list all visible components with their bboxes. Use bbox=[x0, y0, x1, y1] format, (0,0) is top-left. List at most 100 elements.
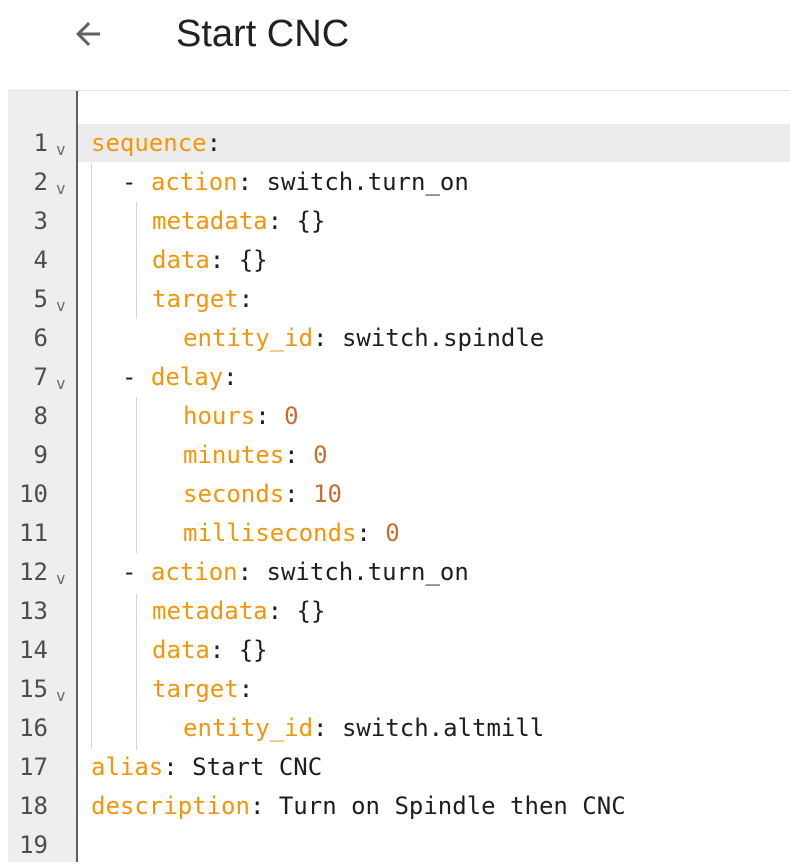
yaml-colon: : bbox=[284, 480, 314, 508]
yaml-value: {} bbox=[238, 246, 268, 274]
yaml-colon: : bbox=[313, 324, 342, 352]
line-number: 13 bbox=[19, 597, 48, 625]
yaml-key: entity_id bbox=[183, 714, 314, 742]
fold-toggle-icon[interactable]: v bbox=[56, 296, 66, 315]
code-line: 13 metadata: {} bbox=[8, 592, 790, 631]
yaml-value: Turn on Spindle then CNC bbox=[278, 792, 626, 820]
fold-toggle-icon[interactable]: v bbox=[56, 179, 66, 198]
code-line: 6 entity_id: switch.spindle bbox=[8, 319, 790, 358]
yaml-value: switch.spindle bbox=[341, 324, 545, 352]
yaml-key: delay bbox=[150, 363, 224, 391]
fold-toggle-icon[interactable]: v bbox=[56, 374, 66, 393]
indent-guide bbox=[136, 594, 137, 750]
yaml-number: 0 bbox=[284, 402, 299, 430]
indent-guide bbox=[136, 397, 137, 553]
yaml-value: {} bbox=[296, 597, 326, 625]
yaml-colon: : bbox=[223, 363, 238, 391]
yaml-key: target bbox=[152, 285, 239, 313]
line-number: 11 bbox=[19, 519, 48, 547]
line-number: 16 bbox=[19, 714, 48, 742]
yaml-dash: - bbox=[122, 558, 151, 586]
yaml-colon: : bbox=[163, 753, 193, 781]
code-line: 4 data: {} bbox=[8, 241, 790, 280]
line-number: 14 bbox=[19, 636, 48, 664]
yaml-number: 10 bbox=[313, 480, 342, 508]
yaml-key: description bbox=[91, 792, 250, 820]
code-line: 8 hours: 0 bbox=[8, 397, 790, 436]
code-line: 3 metadata: {} bbox=[8, 202, 790, 241]
code-line: 15 v target: bbox=[8, 670, 790, 709]
yaml-key: data bbox=[152, 246, 210, 274]
line-number: 8 bbox=[33, 402, 48, 430]
line-number: 7 bbox=[33, 363, 48, 391]
line-number: 17 bbox=[19, 753, 48, 781]
code-line: 5 v target: bbox=[8, 280, 790, 319]
yaml-colon: : bbox=[206, 129, 222, 157]
back-button[interactable] bbox=[60, 12, 116, 56]
indent-guide bbox=[91, 163, 92, 749]
yaml-key: entity_id bbox=[183, 324, 314, 352]
code-line: 10 seconds: 10 bbox=[8, 475, 790, 514]
yaml-number: 0 bbox=[385, 519, 400, 547]
yaml-key: seconds bbox=[183, 480, 285, 508]
yaml-colon: : bbox=[237, 168, 267, 196]
yaml-value: switch.turn_on bbox=[266, 168, 469, 196]
yaml-colon: : bbox=[249, 792, 279, 820]
active-line-highlight bbox=[78, 124, 790, 162]
yaml-value: {} bbox=[296, 207, 326, 235]
code-line: 19 bbox=[8, 826, 790, 865]
yaml-value: {} bbox=[238, 636, 268, 664]
yaml-value: switch.altmill bbox=[341, 714, 545, 742]
yaml-key: hours bbox=[183, 402, 256, 430]
yaml-key: action bbox=[150, 168, 238, 196]
line-number: 6 bbox=[33, 324, 48, 352]
page-title: Start CNC bbox=[176, 13, 350, 55]
yaml-value: Start CNC bbox=[192, 753, 323, 781]
line-number: 9 bbox=[33, 441, 48, 469]
yaml-colon: : bbox=[238, 285, 254, 313]
yaml-colon: : bbox=[267, 207, 297, 235]
yaml-number: 0 bbox=[313, 441, 328, 469]
line-number: 5 bbox=[33, 285, 48, 313]
line-number: 12 bbox=[19, 558, 48, 586]
fold-toggle-icon[interactable]: v bbox=[56, 140, 66, 159]
indent-guide bbox=[136, 202, 137, 319]
arrow-left-icon bbox=[76, 22, 100, 46]
line-number: 15 bbox=[19, 675, 48, 703]
line-number: 18 bbox=[19, 792, 48, 820]
yaml-colon: : bbox=[209, 246, 239, 274]
code-line: 9 minutes: 0 bbox=[8, 436, 790, 475]
yaml-key: metadata bbox=[152, 207, 268, 235]
yaml-colon: : bbox=[209, 636, 239, 664]
yaml-key: action bbox=[150, 558, 238, 586]
yaml-colon: : bbox=[356, 519, 386, 547]
line-number: 1 bbox=[33, 129, 48, 157]
yaml-dash: - bbox=[122, 168, 151, 196]
code-line: 12 v - action: switch.turn_on bbox=[8, 553, 790, 592]
code-line: 18 description: Turn on Spindle then CNC bbox=[8, 787, 790, 826]
line-number-gutter bbox=[8, 91, 78, 862]
code-line: 2 v - action: switch.turn_on bbox=[8, 163, 790, 202]
line-number: 4 bbox=[33, 246, 48, 274]
yaml-colon: : bbox=[237, 558, 267, 586]
yaml-colon: : bbox=[255, 402, 285, 430]
yaml-key: metadata bbox=[152, 597, 268, 625]
yaml-key: target bbox=[152, 675, 239, 703]
yaml-key: alias bbox=[91, 753, 164, 781]
line-number: 10 bbox=[19, 480, 48, 508]
fold-toggle-icon[interactable]: v bbox=[56, 686, 66, 705]
code-line: 11 milliseconds: 0 bbox=[8, 514, 790, 553]
yaml-code-editor[interactable]: 1 v sequence: 2 v - action: switch.turn_… bbox=[8, 91, 790, 862]
yaml-key: data bbox=[152, 636, 210, 664]
fold-toggle-icon[interactable]: v bbox=[56, 569, 66, 588]
line-number: 2 bbox=[33, 168, 48, 196]
yaml-colon: : bbox=[284, 441, 314, 469]
yaml-key: sequence bbox=[91, 129, 207, 157]
yaml-dash: - bbox=[122, 363, 151, 391]
code-line: 14 data: {} bbox=[8, 631, 790, 670]
yaml-value: switch.turn_on bbox=[266, 558, 469, 586]
yaml-colon: : bbox=[267, 597, 297, 625]
yaml-colon: : bbox=[238, 675, 254, 703]
code-line: 17 alias: Start CNC bbox=[8, 748, 790, 787]
code-line: 1 v sequence: bbox=[8, 124, 790, 163]
